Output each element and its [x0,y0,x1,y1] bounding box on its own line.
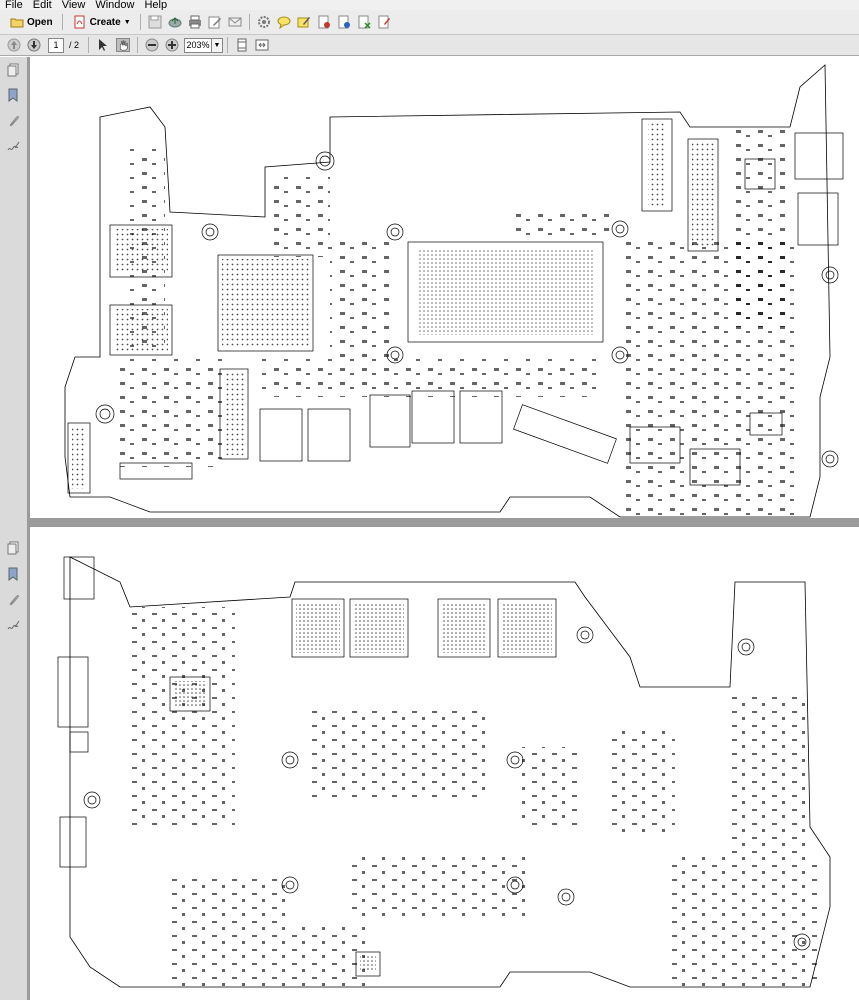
attachments-panel-icon[interactable] [6,114,20,128]
toolbar-separator [137,37,139,53]
fit-page-icon[interactable] [235,38,249,52]
email-icon[interactable] [228,15,242,29]
toolbar-separator [227,37,229,53]
navigation-pane [0,57,28,1000]
save-icon[interactable] [148,15,162,29]
signatures-panel-icon[interactable] [6,140,20,154]
toolbar-separator [88,37,90,53]
upload-icon[interactable] [168,15,182,29]
zoom-in-icon[interactable] [165,38,179,52]
menu-view[interactable]: View [61,0,86,11]
sign-icon[interactable] [297,15,311,29]
bookmarks-panel-icon[interactable] [6,88,20,102]
zoom-out-icon[interactable] [145,38,159,52]
print-icon[interactable] [188,15,202,29]
signatures-panel-icon[interactable] [6,619,20,633]
folder-icon [10,18,24,28]
toolbar-separator [61,14,63,30]
next-page-icon[interactable] [27,38,41,52]
pages-panel-icon[interactable] [6,541,20,555]
pcb-layout-top [64,64,844,518]
page-count: / 2 [69,40,80,50]
open-label: Open [27,16,53,28]
document-page-1 [30,57,859,518]
menu-window[interactable]: Window [95,0,135,11]
menu-bar: File Edit View Window Help [0,0,859,11]
review-icon[interactable] [357,15,371,29]
toolbar-separator [248,14,250,30]
fit-width-icon[interactable] [255,38,269,52]
bookmarks-panel-icon[interactable] [6,567,20,581]
create-pdf-icon [74,15,85,29]
document-page-2 [30,527,859,1000]
comment-icon[interactable] [277,15,291,29]
export-icon[interactable] [337,15,351,29]
pcb-layout-bottom [57,556,831,988]
create-label: Create [89,16,121,28]
edit-icon[interactable] [208,15,222,29]
toolbar-separator [139,14,141,30]
stamp-icon[interactable] [317,15,331,29]
select-cursor-icon[interactable] [96,38,110,52]
menu-help[interactable]: Help [144,0,168,11]
zoom-dropdown-chevron-icon[interactable]: ▼ [212,37,224,53]
document-view[interactable] [28,57,859,1000]
zoom-input[interactable]: 203% [184,37,213,53]
settings-icon[interactable] [257,15,271,29]
form-icon[interactable] [377,15,391,29]
attachments-panel-icon[interactable] [6,593,20,607]
page-number-input[interactable]: 1 [48,37,64,53]
chevron-down-icon: ▼ [123,18,131,26]
menu-edit[interactable]: Edit [32,0,52,11]
previous-page-icon[interactable] [7,38,21,52]
hand-tool-icon[interactable] [116,38,131,52]
navigation-toolbar: 1 / 2 203% ▼ [0,35,859,56]
main-toolbar: Open Create ▼ [0,10,859,35]
open-button[interactable]: Open [4,12,56,32]
pages-panel-icon[interactable] [6,63,20,77]
menu-file[interactable]: File [5,0,23,11]
create-button[interactable]: Create ▼ [67,12,134,32]
